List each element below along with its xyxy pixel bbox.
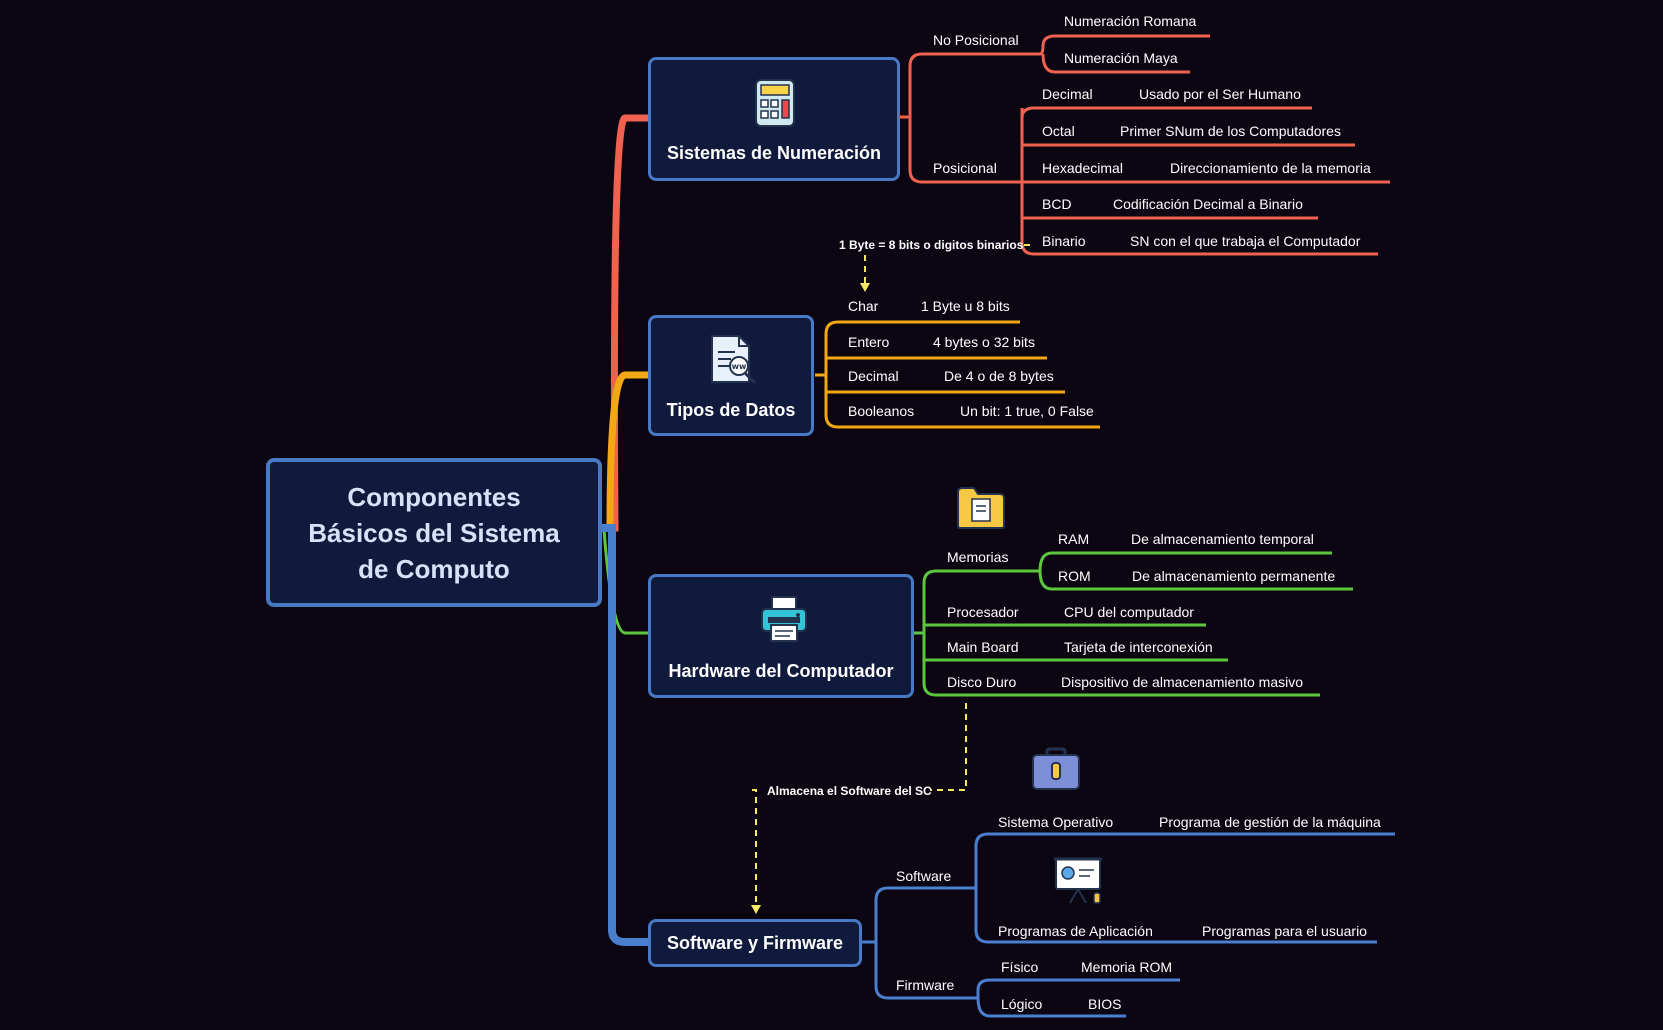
node-hexadecimal[interactable]: Hexadecimal	[1042, 160, 1123, 176]
node-fisico-desc[interactable]: Memoria ROM	[1081, 959, 1173, 975]
topic-sistemas-numeracion[interactable]: Sistemas de Numeración	[648, 57, 900, 181]
node-logico-desc[interactable]: BIOS	[1088, 996, 1122, 1012]
node-booleanos[interactable]: Booleanos	[848, 403, 915, 419]
node-booleanos-desc[interactable]: Un bit: 1 true, 0 False	[960, 403, 1094, 419]
node-hexadecimal-desc[interactable]: Direccionamiento de la memoria	[1170, 160, 1371, 176]
node-programas-aplicacion-desc[interactable]: Programas para el usuario	[1202, 923, 1367, 939]
topic-tipos-datos[interactable]: ww Tipos de Datos	[648, 315, 814, 436]
node-sistema-operativo[interactable]: Sistema Operativo	[998, 814, 1114, 830]
node-decimal-tipo-desc[interactable]: De 4 o de 8 bytes	[944, 368, 1054, 384]
node-octal[interactable]: Octal	[1042, 123, 1075, 139]
node-numeracion-maya[interactable]: Numeración Maya	[1064, 50, 1178, 66]
node-decimal-tipo[interactable]: Decimal	[848, 368, 899, 384]
svg-text:ww: ww	[732, 362, 747, 371]
node-binario[interactable]: Binario	[1042, 233, 1086, 249]
node-octal-desc[interactable]: Primer SNum de los Computadores	[1120, 123, 1341, 139]
calculator-icon	[755, 79, 795, 127]
node-posicional[interactable]: Posicional	[933, 160, 997, 176]
node-sistema-operativo-desc[interactable]: Programa de gestión de la máquina	[1159, 814, 1381, 830]
node-entero-desc[interactable]: 4 bytes o 32 bits	[933, 334, 1035, 350]
node-rom-desc[interactable]: De almacenamiento permanente	[1132, 568, 1336, 584]
topic-title: Tipos de Datos	[666, 400, 796, 420]
node-entero[interactable]: Entero	[848, 334, 890, 350]
node-bcd-desc[interactable]: Codificación Decimal a Binario	[1113, 196, 1303, 212]
folder-icon	[957, 487, 1005, 529]
node-rom[interactable]: ROM	[1058, 568, 1091, 584]
node-disco-duro[interactable]: Disco Duro	[947, 674, 1017, 690]
node-logico[interactable]: Lógico	[1001, 996, 1043, 1012]
topic-hardware[interactable]: Hardware del Computador	[648, 574, 914, 698]
printer-icon	[761, 596, 807, 642]
relation-byte-note[interactable]: 1 Byte = 8 bits o digitos binarios	[839, 238, 1024, 252]
topic-title: Software y Firmware	[666, 933, 844, 953]
node-main-board[interactable]: Main Board	[947, 639, 1019, 655]
node-decimal[interactable]: Decimal	[1042, 86, 1093, 102]
node-software[interactable]: Software	[896, 868, 952, 884]
topic-software-firmware[interactable]: Software y Firmware	[648, 919, 862, 967]
node-procesador[interactable]: Procesador	[947, 604, 1019, 620]
node-ram[interactable]: RAM	[1058, 531, 1090, 547]
toolbox-icon	[1032, 747, 1080, 790]
node-decimal-desc[interactable]: Usado por el Ser Humano	[1139, 86, 1301, 102]
root-title: Componentes Básicos del Sistema de Compu…	[308, 481, 560, 584]
node-numeracion-romana[interactable]: Numeración Romana	[1064, 13, 1197, 29]
node-bcd[interactable]: BCD	[1042, 196, 1072, 212]
presentation-icon	[1054, 857, 1102, 904]
document-search-icon: ww	[711, 335, 757, 385]
node-programas-aplicacion[interactable]: Programas de Aplicación	[998, 923, 1153, 939]
node-char[interactable]: Char	[848, 298, 879, 314]
node-fisico[interactable]: Físico	[1001, 959, 1039, 975]
topic-title: Sistemas de Numeración	[666, 143, 882, 163]
node-char-desc[interactable]: 1 Byte u 8 bits	[921, 298, 1010, 314]
relation-almacena-note[interactable]: Almacena el Software del SC	[767, 784, 932, 798]
node-memorias[interactable]: Memorias	[947, 549, 1009, 565]
topic-title: Hardware del Computador	[668, 661, 894, 681]
node-ram-desc[interactable]: De almacenamiento temporal	[1131, 531, 1314, 547]
node-binario-desc[interactable]: SN con el que trabaja el Computador	[1130, 233, 1361, 249]
node-disco-duro-desc[interactable]: Dispositivo de almacenamiento masivo	[1061, 674, 1303, 690]
node-procesador-desc[interactable]: CPU del computador	[1064, 604, 1194, 620]
node-firmware[interactable]: Firmware	[896, 977, 955, 993]
node-no-posicional[interactable]: No Posicional	[933, 32, 1019, 48]
node-main-board-desc[interactable]: Tarjeta de interconexión	[1064, 639, 1213, 655]
root-topic[interactable]: Componentes Básicos del Sistema de Compu…	[266, 458, 602, 607]
